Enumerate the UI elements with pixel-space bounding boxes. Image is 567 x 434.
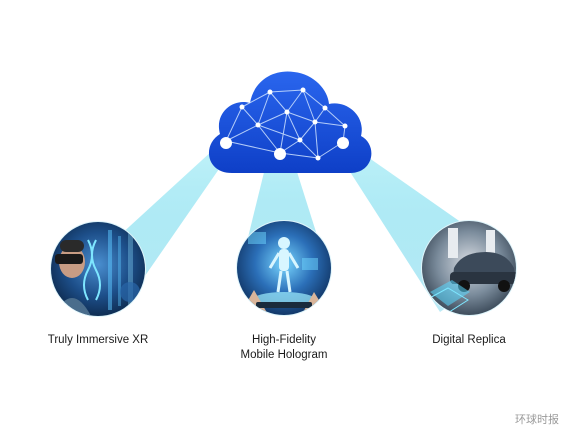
watermark: 环球时报 — [515, 413, 559, 426]
label-hologram-line2: Mobile Hologram — [240, 349, 328, 361]
xr-headset-icon — [50, 221, 146, 317]
label-digital-replica: Digital Replica — [409, 333, 529, 348]
label-xr-line1: Truly Immersive XR — [47, 334, 149, 346]
label-mobile-hologram: High-Fidelity Mobile Hologram — [224, 333, 344, 363]
cloud-shape — [208, 71, 372, 173]
cloud-port-right — [337, 137, 349, 149]
label-replica-line1: Digital Replica — [432, 334, 506, 346]
network-lines — [225, 89, 346, 159]
cloud-port-left — [220, 137, 232, 149]
label-hologram-line1: High-Fidelity — [252, 334, 316, 346]
cloud — [208, 71, 372, 173]
label-truly-immersive-xr: Truly Immersive XR — [38, 333, 158, 348]
network-nodes — [239, 87, 348, 161]
car-replica-icon — [421, 220, 517, 316]
hologram-icon — [236, 220, 332, 316]
cloud-port-center — [274, 148, 286, 160]
